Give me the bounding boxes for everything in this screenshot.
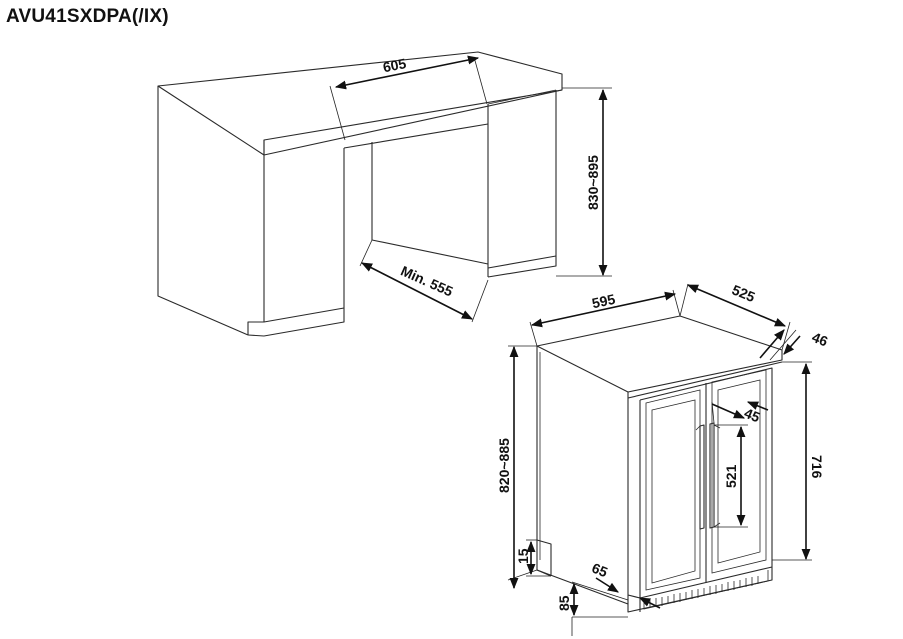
cabinet-depth-label: Min. 555	[398, 262, 455, 299]
handle-length-dimension: 521	[714, 424, 748, 528]
handle-offset-dimension: 45	[711, 401, 769, 426]
handle-length-label: 521	[723, 464, 739, 488]
cabinet-height-label: 830~895	[585, 155, 601, 210]
door-height-label: 716	[809, 455, 825, 479]
plinth-offset-dimension: 65	[590, 560, 661, 609]
base-height-label: 85	[556, 595, 572, 611]
base-height-dimension: 85	[556, 581, 629, 636]
appliance-width-dimension: 595	[529, 289, 681, 347]
cabinet-width-label: 605	[382, 55, 408, 75]
toe-recess-dimension: 15	[515, 539, 551, 577]
cabinet-width-dimension: 605	[329, 55, 488, 141]
appliance-width-label: 595	[590, 291, 616, 312]
handle-offset-label: 45	[742, 405, 763, 426]
appliance-depth-label: 525	[730, 281, 758, 305]
door-thickness-label: 46	[810, 329, 831, 350]
door-thickness-dimension: 46	[759, 329, 831, 361]
plinth-offset-label: 65	[590, 560, 611, 581]
cabinet-height-dimension: 830~895	[556, 87, 612, 277]
cabinet-depth-dimension: Min. 555	[359, 239, 489, 323]
model-title: AVU41SXDPA(/IX)	[6, 6, 169, 27]
door-height-dimension: 716	[772, 361, 825, 561]
appliance-height-label: 820~885	[496, 438, 512, 493]
appliance-depth-dimension: 525	[679, 281, 791, 351]
wine-cooler-drawing	[536, 315, 783, 613]
toe-recess-label: 15	[515, 548, 531, 564]
kitchen-cabinet-drawing	[157, 51, 563, 337]
